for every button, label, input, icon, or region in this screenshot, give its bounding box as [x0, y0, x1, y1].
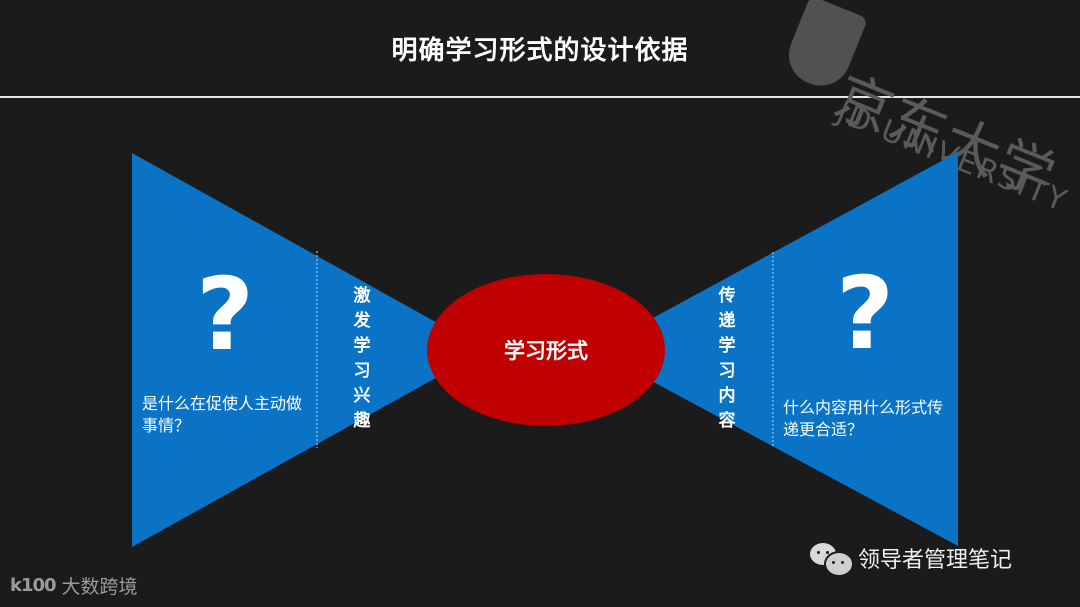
left-question-mark: ?	[196, 256, 255, 373]
slide-title: 明确学习形式的设计依据	[391, 36, 689, 66]
left-brand-name: 大数跨境	[61, 576, 138, 598]
wechat-icon	[808, 541, 854, 577]
center-ellipse	[427, 274, 665, 426]
left-question: 是什么在促使人主动做事情？	[142, 394, 303, 435]
k100-logo-icon: k100	[10, 575, 57, 596]
footer-right-brand: 领导者管理笔记	[808, 541, 1013, 577]
right-question: 什么内容用什么形式传递更合适？	[783, 398, 944, 439]
center-label: 学习形式	[504, 339, 588, 363]
left-vertical-label: 激发学习兴趣	[353, 286, 371, 431]
right-vertical-label: 传递学习内容	[718, 286, 736, 431]
left-triangle	[132, 153, 486, 547]
footer-left-brand: k100 大数跨境	[10, 572, 138, 599]
right-triangle	[594, 152, 958, 546]
right-question-mark: ?	[836, 255, 895, 372]
right-brand-name: 领导者管理笔记	[858, 548, 1013, 573]
title-divider	[0, 96, 1080, 98]
